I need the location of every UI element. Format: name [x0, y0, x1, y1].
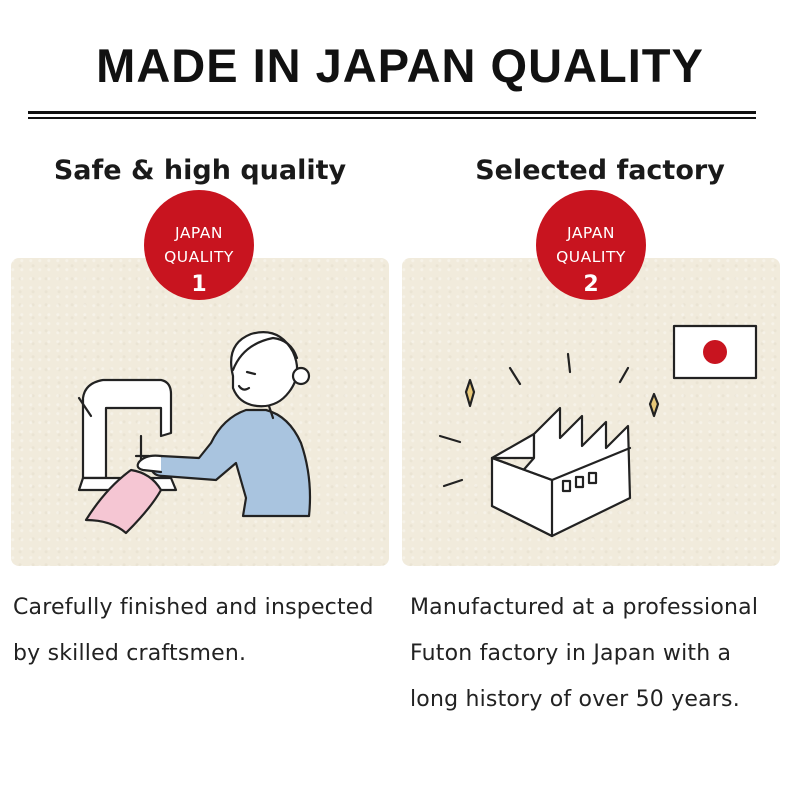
badge-line-2: QUALITY [556, 248, 626, 266]
illustration-panel [11, 258, 389, 566]
badge-line-2: QUALITY [164, 248, 234, 266]
title-divider-thin [28, 117, 756, 119]
badge-number: 2 [583, 272, 599, 297]
feature-card-2: Selected factory JAPAN QUALITY 2 [400, 0, 800, 797]
badge-line-1: JAPAN [567, 224, 615, 242]
page-title: MADE IN JAPAN QUALITY [96, 39, 704, 92]
feature-heading: Selected factory [475, 155, 725, 186]
description-line: Carefully finished and inspected [13, 595, 374, 620]
description-line: Manufactured at a professional [410, 595, 759, 620]
description-line: by skilled craftsmen. [13, 641, 247, 666]
description-line: Futon factory in Japan with a [410, 641, 732, 666]
badge-number: 1 [191, 272, 207, 297]
feature-description: Carefully finished and inspected by skil… [13, 585, 398, 677]
feature-card-1: Safe & high quality JAPAN QUALITY 1 [11, 155, 398, 677]
quality-badge: JAPAN QUALITY 2 [536, 190, 646, 300]
feature-description: Manufactured at a professional Futon fac… [410, 585, 800, 723]
factory-icon [438, 324, 758, 538]
quality-badge: JAPAN QUALITY 1 [144, 190, 254, 300]
person-sewing-machine-icon [77, 331, 312, 535]
title-divider-thick [28, 111, 756, 114]
description-line: long history of over 50 years. [410, 687, 740, 712]
badge-line-1: JAPAN [175, 224, 223, 242]
feature-heading: Safe & high quality [53, 155, 347, 186]
